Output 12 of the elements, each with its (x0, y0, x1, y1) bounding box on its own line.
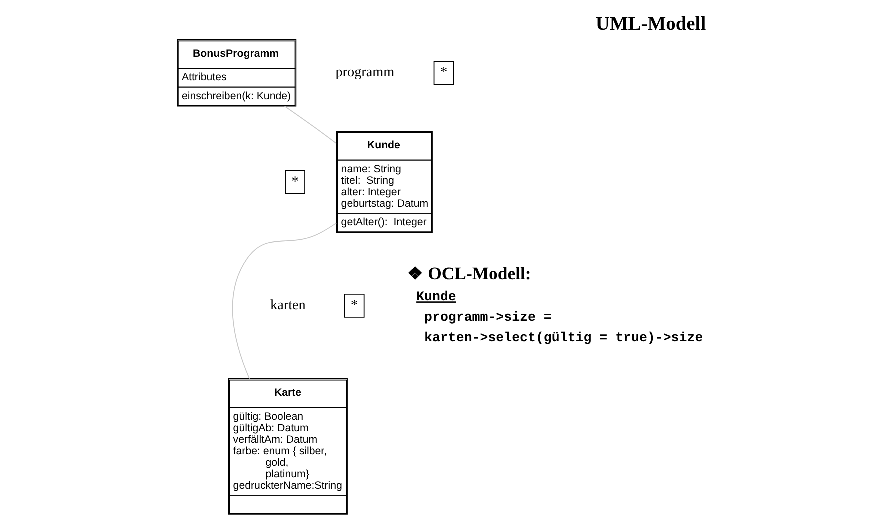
label: * (351, 297, 358, 314)
label: programm (336, 64, 395, 80)
label: * (440, 64, 448, 80)
label: karten->select(gültig = true)->size (424, 330, 704, 346)
connector (284, 106, 337, 144)
label: ❖ OCL-Modell: (408, 263, 532, 284)
connector (232, 222, 338, 380)
diagram-title: UML-Modell (596, 14, 706, 35)
label: Kunde (416, 290, 456, 305)
label: * (292, 174, 299, 190)
label: karten (270, 297, 306, 314)
label: programm->size = (424, 310, 552, 325)
